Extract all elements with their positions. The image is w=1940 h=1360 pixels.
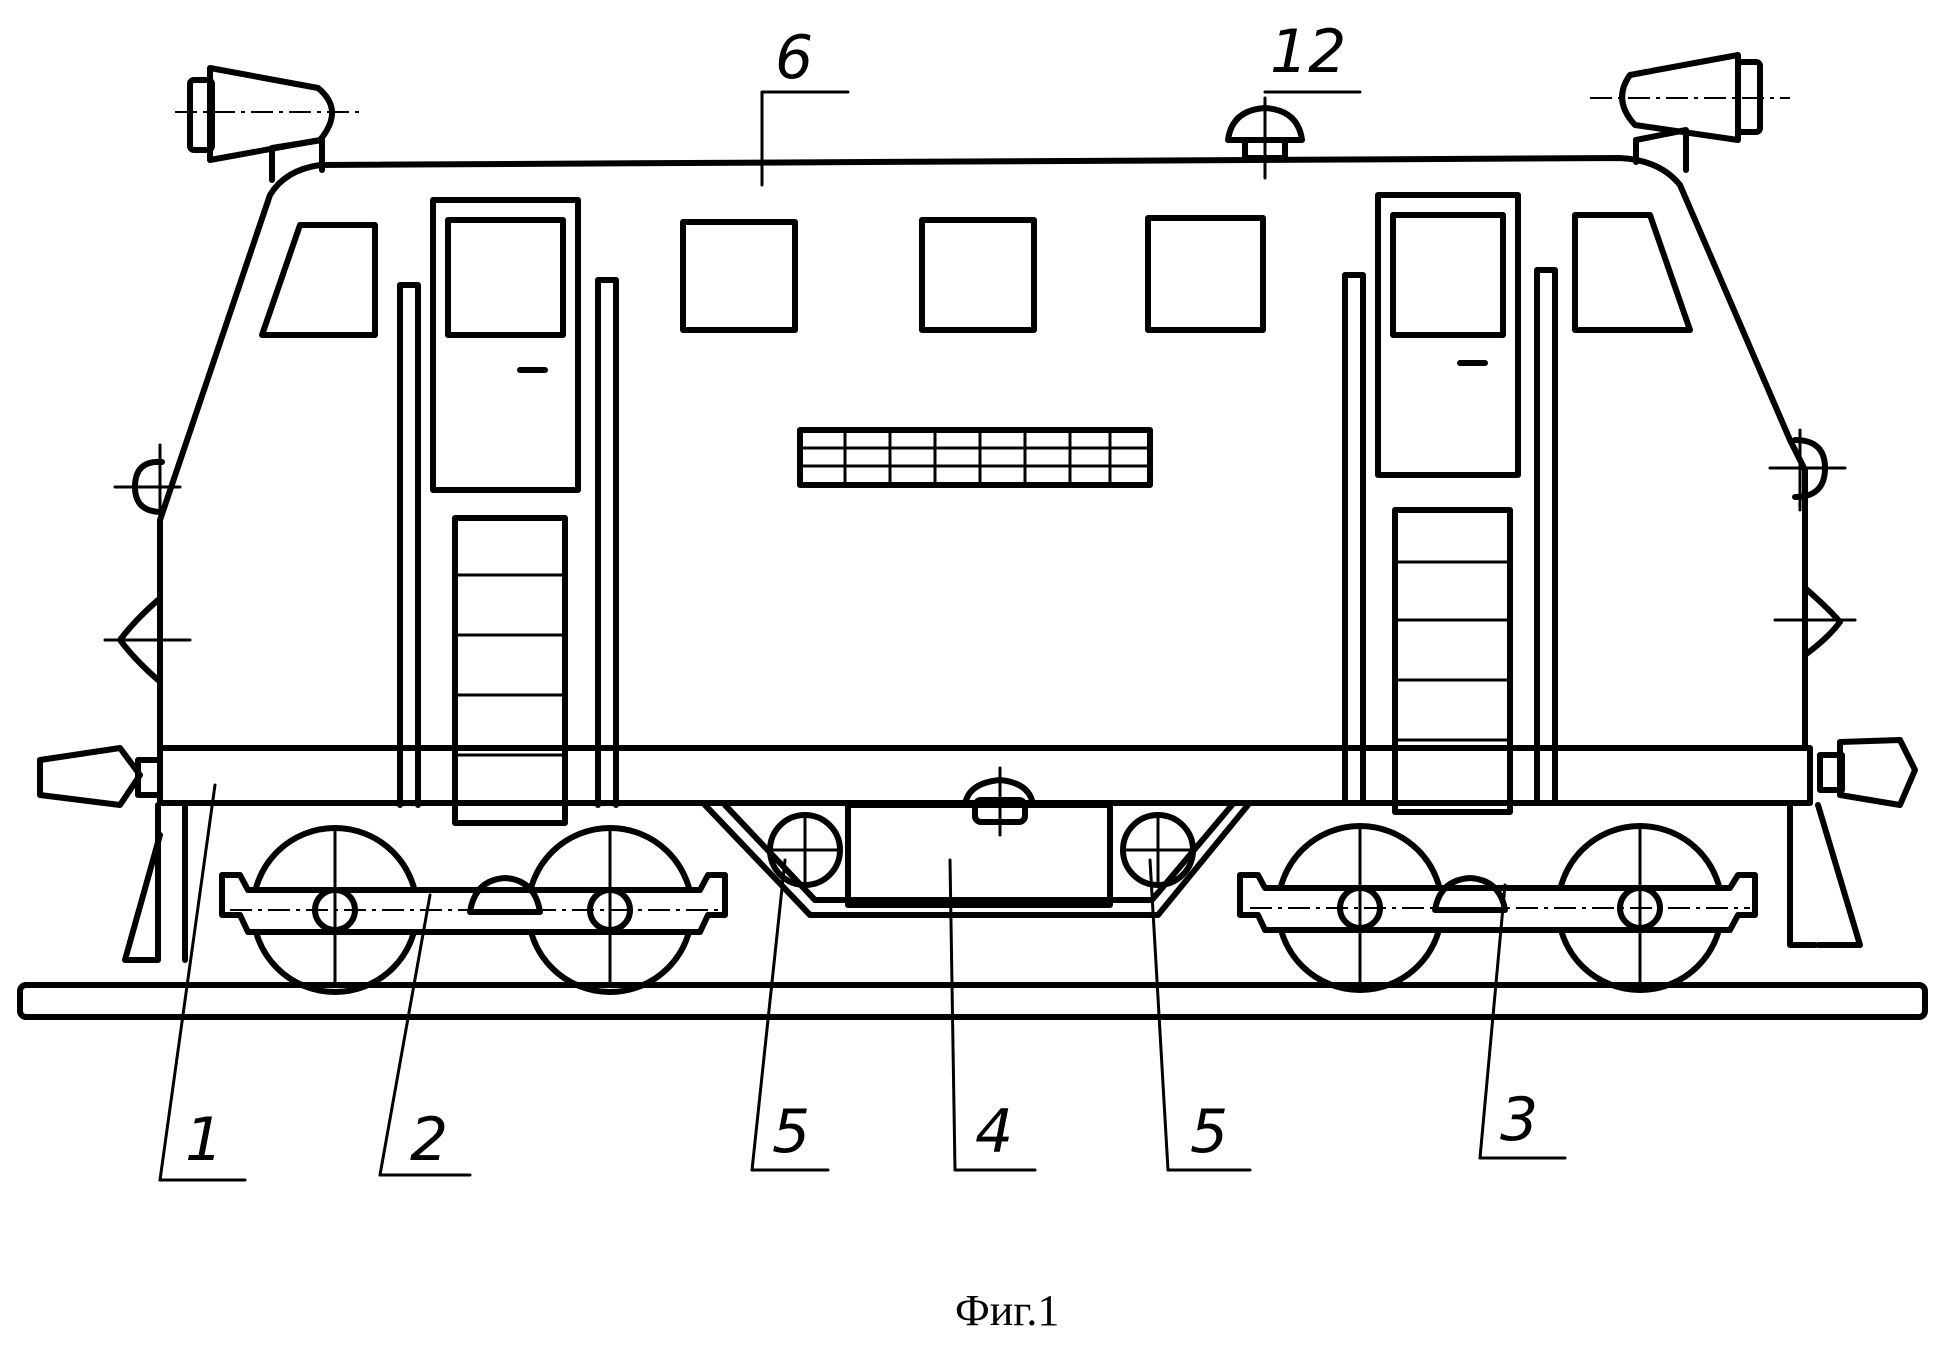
center-unit [705, 768, 1248, 915]
label-3: 3 [1500, 1085, 1538, 1155]
ventilation-grille [800, 430, 1150, 485]
locomotive-body [160, 158, 1810, 803]
reference-labels: 1 2 5 4 5 3 6 12 [185, 17, 1538, 1175]
label-1: 1 [185, 1105, 223, 1175]
roof-dome-item [1228, 98, 1302, 178]
label-5-left: 5 [772, 1097, 810, 1167]
label-2: 2 [410, 1105, 448, 1175]
label-6: 6 [775, 23, 813, 93]
handrails [400, 270, 1555, 805]
figure-caption: Фиг.1 [955, 1286, 1059, 1335]
bogie-left [222, 828, 725, 992]
cab-windows [262, 215, 1690, 335]
label-5-right: 5 [1190, 1097, 1228, 1167]
label-12: 12 [1270, 17, 1346, 87]
end-supports [125, 805, 1860, 960]
label-4: 4 [975, 1097, 1013, 1167]
